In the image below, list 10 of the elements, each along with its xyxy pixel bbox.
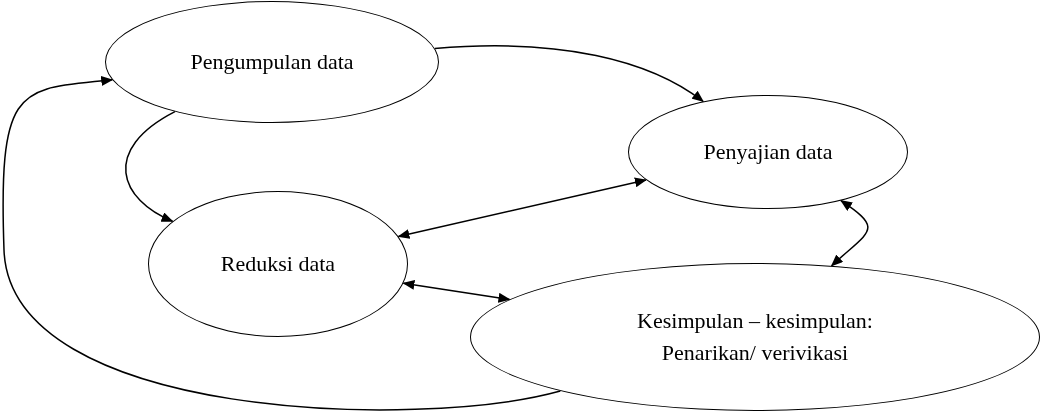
- node-label: Kesimpulan – kesimpulan: Penarikan/ verivikasi: [636, 307, 874, 367]
- arrow: [434, 45, 704, 103]
- arrow: [125, 110, 176, 223]
- arrow: [830, 199, 869, 267]
- arrow: [397, 177, 647, 239]
- arrow: [2, 75, 562, 411]
- node-label: Pengumpulan data: [189, 48, 355, 76]
- arrow: [402, 279, 511, 303]
- node-label: Penyajian data: [702, 138, 834, 166]
- node-label: Reduksi data: [219, 250, 337, 278]
